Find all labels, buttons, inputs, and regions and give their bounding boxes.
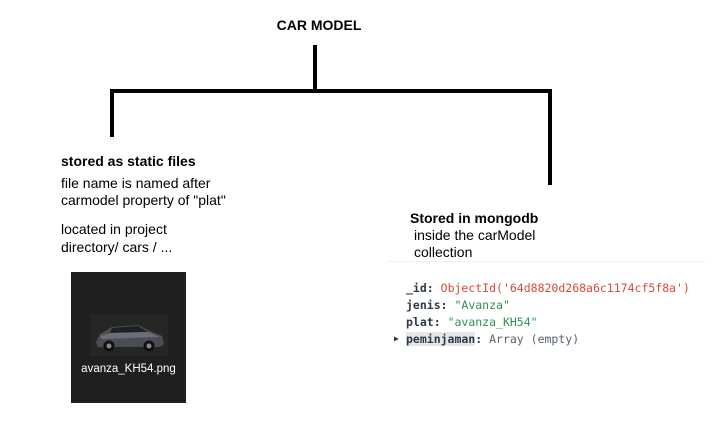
mongodb-document: _id: ObjectId('64d8820d268a6c1174cf5f8a'… xyxy=(388,261,706,354)
doc-field-peminjaman[interactable]: ▶ peminjaman: Array (empty) xyxy=(394,332,580,346)
file-tile[interactable]: avanza_KH54.png xyxy=(71,272,186,403)
right-heading: Stored in mongodb xyxy=(410,210,539,226)
doc-key-jenis: jenis xyxy=(406,298,441,312)
triangle-right-icon[interactable]: ▶ xyxy=(394,334,399,343)
connector-right-branch xyxy=(548,89,552,185)
doc-value-jenis: "Avanza" xyxy=(454,298,510,312)
doc-field-id: _id: ObjectId('64d8820d268a6c1174cf5f8a'… xyxy=(406,281,690,295)
left-naming-line1: file name is named after xyxy=(61,175,211,191)
connector-trunk xyxy=(313,45,317,91)
left-naming-line2: carmodel property of "plat" xyxy=(61,192,226,208)
car-photo-icon xyxy=(90,314,168,356)
doc-field-jenis: jenis: "Avanza" xyxy=(406,298,510,312)
doc-key-peminjaman: peminjaman xyxy=(406,332,476,346)
file-name-label: avanza_KH54.png xyxy=(81,363,176,375)
diagram-title: CAR MODEL xyxy=(276,17,362,33)
doc-key-plat: plat xyxy=(406,315,434,329)
connector-horizontal xyxy=(110,89,552,93)
doc-value-id: ObjectId('64d8820d268a6c1174cf5f8a') xyxy=(440,281,690,295)
right-line2: collection xyxy=(414,244,473,260)
connector-left-branch xyxy=(110,89,114,137)
left-location-line1: located in project xyxy=(61,221,167,237)
doc-value-peminjaman: Array (empty) xyxy=(489,332,580,346)
doc-value-plat: "avanza_KH54" xyxy=(447,315,538,329)
left-heading: stored as static files xyxy=(61,153,196,169)
right-line1: inside the carModel xyxy=(414,227,536,243)
doc-key-id: _id xyxy=(406,281,427,295)
left-location-line2: directory/ cars / ... xyxy=(61,239,173,255)
doc-field-plat: plat: "avanza_KH54" xyxy=(406,315,538,329)
